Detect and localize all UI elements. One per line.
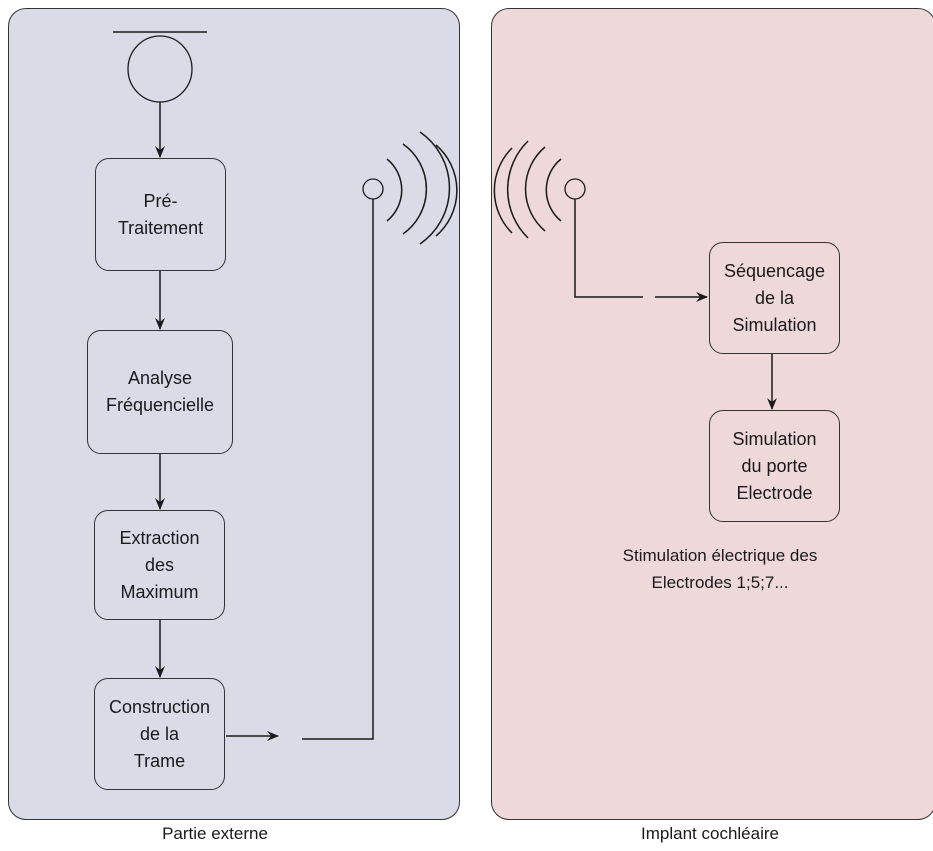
maximum-extraction-box[interactable]: Extraction des Maximum bbox=[94, 510, 225, 620]
maximum-extraction-label: Extraction des Maximum bbox=[119, 527, 200, 602]
frame-construction-box[interactable]: Construction de la Trame bbox=[94, 678, 225, 790]
external-part-panel bbox=[8, 8, 460, 820]
implant-caption: Implant cochléaire bbox=[641, 824, 779, 843]
electrode-array-box[interactable]: Simulation du porte Electrode bbox=[709, 410, 840, 522]
pretreatment-label: Pré- Traitement bbox=[117, 190, 204, 238]
electrode-array-label: Simulation du porte Electrode bbox=[732, 428, 817, 503]
frequency-analysis-label: Analyse Fréquencielle bbox=[105, 368, 215, 415]
stimulation-sequencing-label: Séquencage de la Simulation bbox=[723, 260, 826, 335]
pretreatment-box[interactable]: Pré- Traitement bbox=[95, 158, 226, 271]
electrode-stimulation-note: Stimulation électrique des Electrodes 1;… bbox=[622, 546, 818, 592]
stimulation-sequencing-box[interactable]: Séquencage de la Simulation bbox=[709, 242, 840, 354]
external-part-caption: Partie externe bbox=[162, 824, 268, 843]
frequency-analysis-box[interactable]: Analyse Fréquencielle bbox=[87, 330, 233, 454]
frame-construction-label: Construction de la Trame bbox=[108, 696, 211, 771]
